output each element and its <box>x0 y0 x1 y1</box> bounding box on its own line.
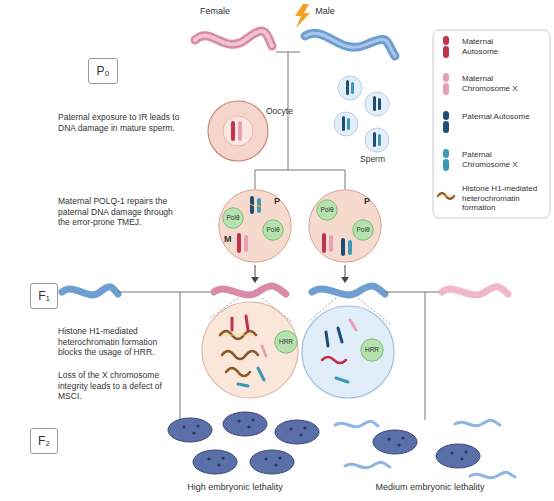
legend-text: Maternal Autosome <box>462 37 530 56</box>
hrr-complex: HRR <box>360 338 384 362</box>
embryo-group <box>373 430 480 468</box>
circle-shape <box>263 220 283 240</box>
polq-enzyme: Polθ <box>222 207 244 229</box>
generation-box: F₁ <box>30 283 58 309</box>
male-worm <box>312 286 385 295</box>
legend-text: Histone H1-mediated heterochromatin form… <box>462 184 546 213</box>
arrow-head <box>251 277 349 283</box>
polq-enzyme: Polθ <box>316 199 338 221</box>
circle-shape <box>309 190 381 262</box>
node-text: HRR <box>365 347 379 354</box>
male-worm <box>62 287 118 295</box>
node-text: P <box>274 197 280 206</box>
sperm-chromosomes <box>342 80 381 147</box>
sperm-cells <box>334 76 389 152</box>
oocyte-cell <box>208 101 268 161</box>
node-text: Polθ <box>226 215 239 222</box>
male-worm <box>305 33 395 56</box>
hermaphrodite-worm <box>214 286 286 295</box>
cell-label: Sperm <box>360 154 400 165</box>
hermaphrodite-worm <box>442 287 508 295</box>
circle-shape <box>275 331 297 353</box>
node-text: HRR <box>279 339 293 346</box>
node-text: F₁ <box>38 290 49 302</box>
irradiation-bolt <box>295 4 310 28</box>
zygote-cell: PMPolθPolθ <box>218 189 292 263</box>
sex-label: Female <box>190 6 240 17</box>
node-text: P₀ <box>97 65 110 77</box>
chromosome <box>231 121 235 141</box>
circle-shape <box>361 339 383 361</box>
germline-nucleus <box>202 302 298 398</box>
outcome-label: High embryonic lethality <box>160 482 310 493</box>
germline-nucleus <box>302 306 394 398</box>
node-text: Polθ <box>266 227 279 234</box>
hrr-complex: HRR <box>274 330 298 354</box>
legend-glyphs <box>438 36 454 199</box>
description-text: Histone H1-mediated heterochromatin form… <box>58 326 170 358</box>
node-text: Polθ <box>356 227 369 234</box>
embryo-group <box>168 412 319 474</box>
circle-shape <box>353 220 373 240</box>
legend-text: Paternal Chromosome X <box>462 150 530 169</box>
node-text: Polθ <box>320 207 333 214</box>
legend-text: Maternal Chromosome X <box>462 74 530 93</box>
embryo-cells <box>182 418 306 466</box>
polq-enzyme: Polθ <box>352 219 374 241</box>
larva <box>335 420 515 477</box>
cross-line <box>255 52 345 189</box>
worm-eggs <box>195 31 272 46</box>
circle-shape <box>219 190 291 262</box>
zygote-chromosomes <box>237 196 352 256</box>
cell-label: Oocyte <box>266 106 306 117</box>
chromosome <box>238 121 242 141</box>
generation-box: F₂ <box>30 428 58 454</box>
description-text: Loss of the X chromosome integrity leads… <box>58 370 170 402</box>
node-text: M <box>224 235 232 244</box>
description-text: Maternal POLQ-1 repairs the paternal DNA… <box>58 196 186 228</box>
nucleus-chromatin <box>220 316 356 386</box>
worm-highlight <box>305 33 395 56</box>
circle-shape <box>317 200 337 220</box>
generation-box: P₀ <box>88 58 118 84</box>
circle-shape <box>223 208 243 228</box>
embryo-cells <box>387 436 467 460</box>
down-arrow <box>255 265 345 279</box>
legend-text: Paternal Autosome <box>462 112 530 122</box>
node-text: P <box>364 197 370 206</box>
polq-enzyme: Polθ <box>262 219 284 241</box>
legend-panel <box>433 30 550 218</box>
female-worm <box>195 31 272 46</box>
description-text: Paternal exposure to IR leads to DNA dam… <box>58 112 186 133</box>
oocyte-nucleus <box>223 116 253 146</box>
zygote-cell: PPolθPolθ <box>308 189 382 263</box>
sex-label: Male <box>305 6 345 17</box>
outcome-label: Medium embryonic lethality <box>350 482 510 493</box>
node-text: F₂ <box>38 435 50 447</box>
